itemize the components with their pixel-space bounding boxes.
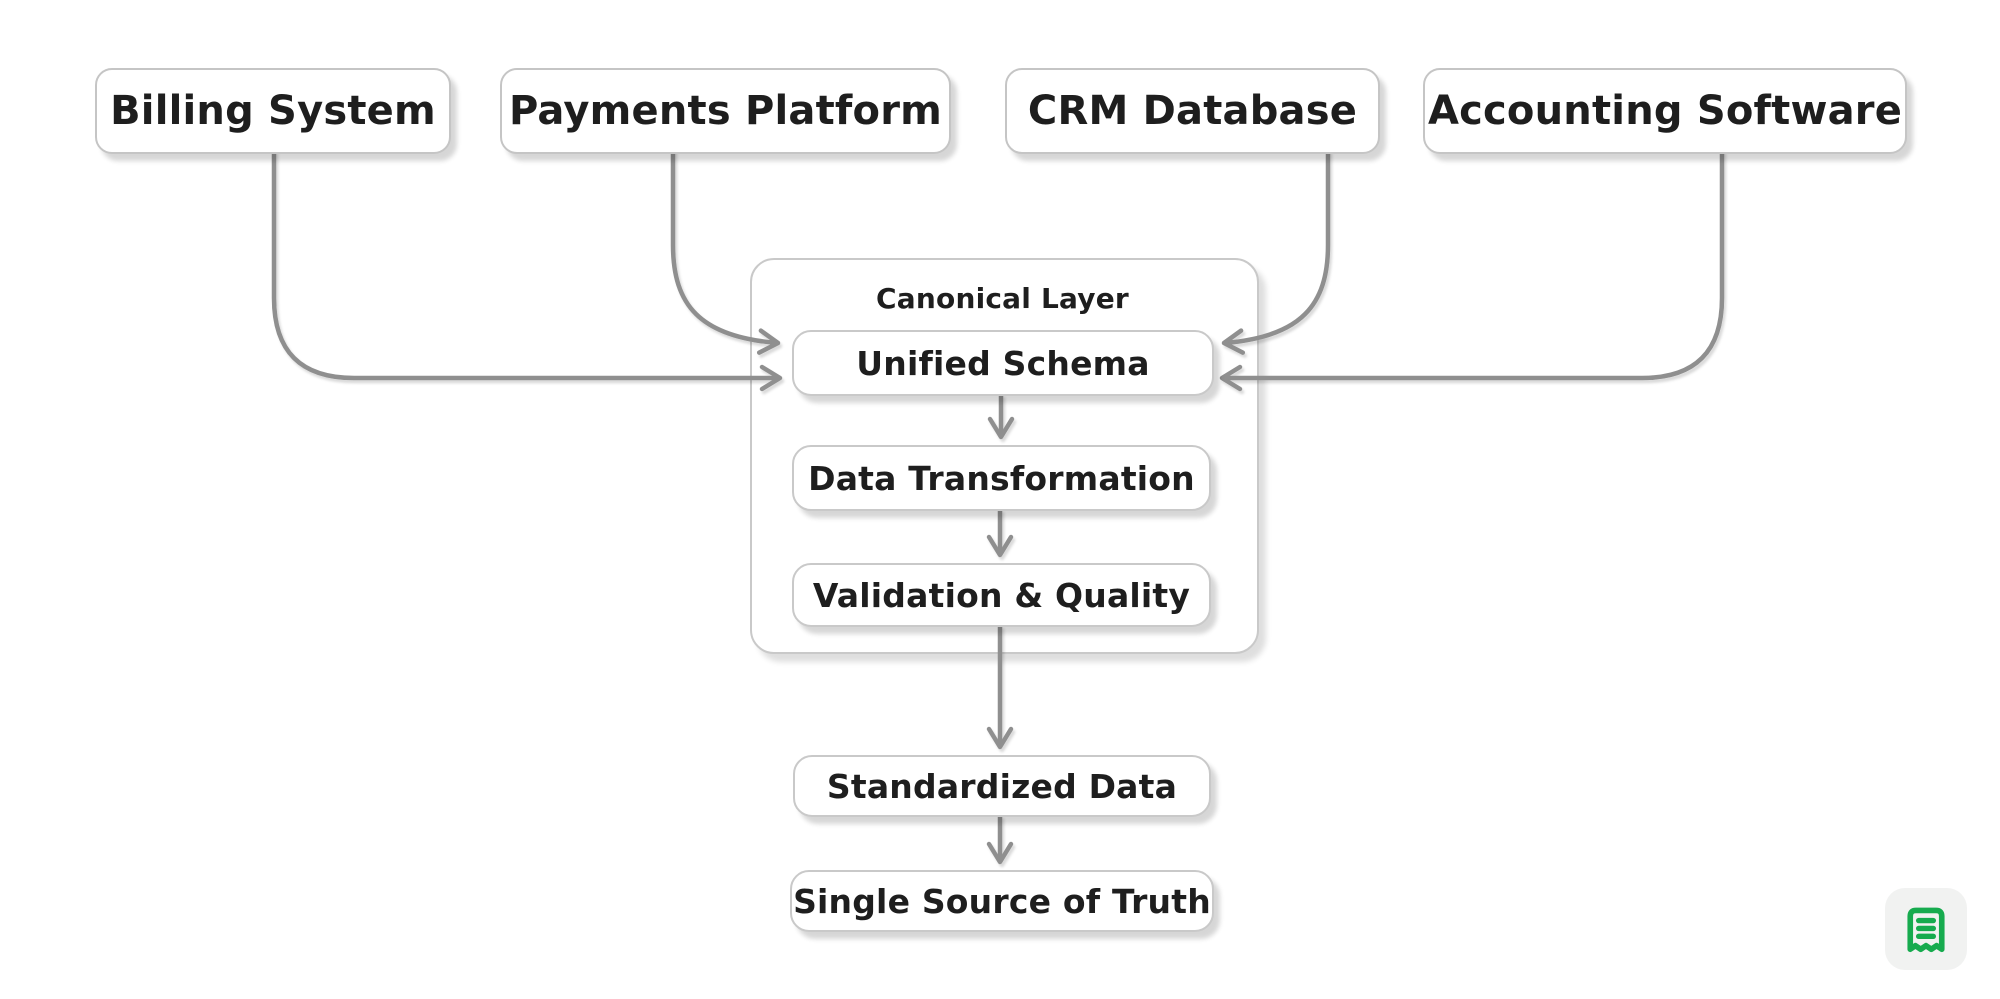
canonical-layer-title: Canonical Layer	[876, 282, 1129, 315]
node-unified-schema[interactable]: Unified Schema	[792, 330, 1214, 396]
node-label: Data Transformation	[808, 458, 1195, 498]
receipt-icon	[1907, 907, 1945, 953]
node-data-transformation[interactable]: Data Transformation	[792, 445, 1211, 511]
node-standardized-data[interactable]: Standardized Data	[793, 755, 1211, 817]
edge-accounting-to-unified	[1219, 150, 1725, 392]
node-label: Standardized Data	[826, 766, 1178, 806]
node-label: Payments Platform	[508, 88, 943, 134]
node-label: Single Source of Truth	[793, 881, 1211, 921]
receipt-badge[interactable]	[1885, 888, 1967, 970]
node-label: Accounting Software	[1427, 88, 1903, 134]
node-validation-quality[interactable]: Validation & Quality	[792, 563, 1211, 627]
node-label: Unified Schema	[856, 343, 1150, 383]
node-label: Billing System	[110, 88, 436, 134]
node-billing-system[interactable]: Billing System	[95, 68, 451, 154]
node-crm-database[interactable]: CRM Database	[1005, 68, 1380, 154]
node-label: Validation & Quality	[812, 575, 1191, 615]
node-accounting-software[interactable]: Accounting Software	[1423, 68, 1907, 154]
node-single-source-of-truth[interactable]: Single Source of Truth	[790, 870, 1214, 932]
edge-billing-to-unified	[271, 150, 783, 392]
node-payments-platform[interactable]: Payments Platform	[500, 68, 951, 154]
node-label: CRM Database	[1027, 88, 1358, 134]
